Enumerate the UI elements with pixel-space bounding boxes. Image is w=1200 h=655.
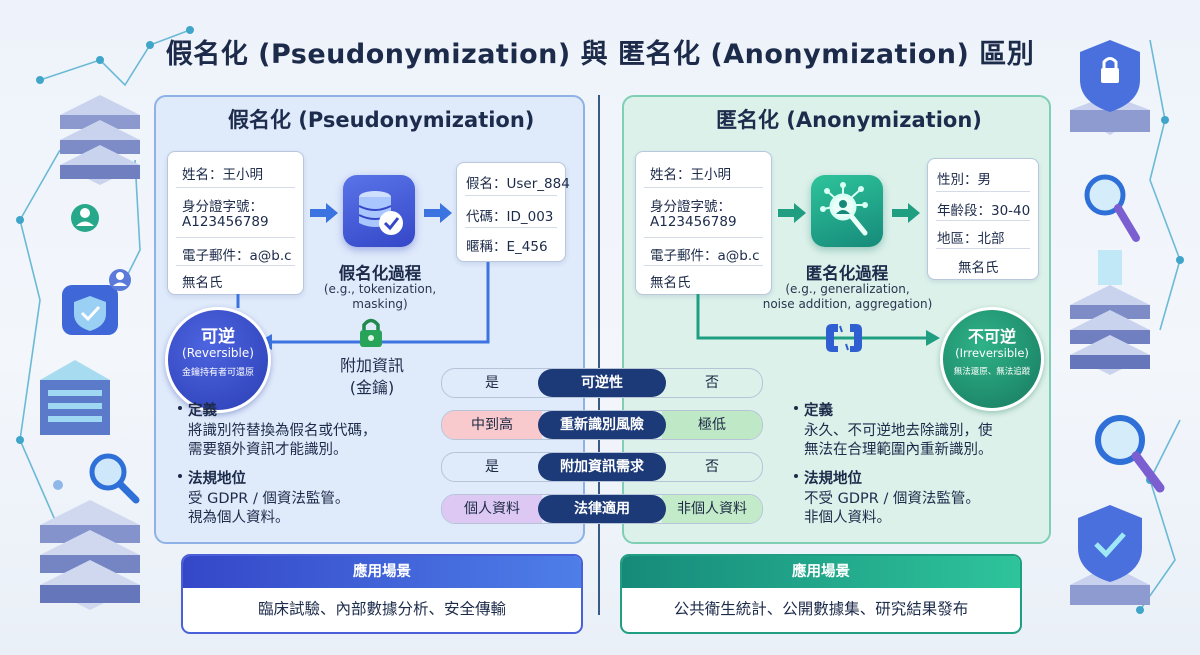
anon-output-card: 性別：男 年齡段：30-40 地區：北部 無名氏 (927, 158, 1039, 280)
legal-title: 法規地位 (804, 471, 862, 487)
comparison-label: 重新識別風險 (538, 411, 666, 439)
server-box-icon (40, 360, 110, 435)
comparison-label: 法律適用 (538, 495, 666, 523)
legal-line: 視為個人資料。 (188, 510, 290, 526)
arrow-right-icon (424, 203, 452, 223)
center-divider (598, 95, 600, 615)
magnifier-network-icon (811, 175, 883, 247)
reversible-sub: 金鑰持有者可還原 (181, 368, 254, 378)
output-field: 假名：User_884 (466, 176, 570, 192)
input-field: 電子郵件：a@b.c (650, 248, 760, 264)
output-field: 代碼：ID_003 (466, 209, 554, 225)
comparison-left: 是 (485, 459, 499, 475)
input-field: 身分證字號： (182, 199, 263, 215)
comparison-row: 是 否 可逆性 (441, 368, 763, 398)
input-field: 姓名：王小明 (650, 167, 731, 183)
comparison-left: 中到高 (442, 411, 542, 439)
comparison-row: 是 否 附加資訊需求 (441, 452, 763, 482)
anon-process-label: 匿名化過程 (805, 264, 889, 283)
server-stack-icon (1070, 250, 1150, 375)
output-field: 地區：北部 (937, 231, 1005, 247)
legal-line: 非個人資料。 (804, 510, 891, 526)
irreversible-badge: 不可逆 (Irreversible) 無法還原、無法追蹤 (940, 307, 1044, 411)
comparison-right: 否 (705, 375, 719, 391)
shield-lock-icon (1070, 40, 1150, 135)
comparison-row: 個人資料 非個人資料 法律適用 (441, 494, 763, 524)
key-label: (金鑰) (349, 378, 395, 397)
magnifier-icon (89, 453, 140, 504)
pseudonymization-heading: 假名化 (Pseudonymization) (228, 108, 535, 132)
anonymization-heading: 匿名化 (Anonymization) (716, 108, 982, 132)
user-avatar-icon (109, 269, 131, 291)
use-case-text: 臨床試驗、內部數據分析、安全傳輸 (257, 600, 506, 618)
pseudo-process-sub: (e.g., tokenization, (323, 282, 437, 296)
page-title: 假名化 (Pseudonymization) 與 匿名化 (Anonymizat… (165, 39, 1035, 70)
anon-process-sub: noise addition, aggregation) (762, 297, 933, 311)
comparison-right: 極低 (662, 411, 762, 439)
input-field: A123456789 (182, 214, 269, 230)
pseudo-input-card: 姓名：王小明 身分證字號： A123456789 電子郵件：a@b.c 無名氏 (167, 151, 304, 295)
magnifier-icon (1084, 174, 1140, 242)
definition-title: 定義 (804, 403, 833, 419)
output-field: 性別：男 (937, 172, 991, 188)
reversible-title: 可逆 (201, 327, 235, 347)
definition-line: 需要額外資訊才能識別。 (188, 442, 348, 458)
output-field: 暱稱：E_456 (466, 239, 548, 255)
arrow-right-icon (310, 203, 338, 223)
comparison-left: 是 (485, 375, 499, 391)
broken-link-icon (826, 324, 862, 352)
anon-process-sub: (e.g., generalization, (785, 282, 910, 296)
anon-use-case: 應用場景 公共衛生統計、公開數據集、研究結果發布 (620, 554, 1022, 634)
use-case-title: 應用場景 (183, 556, 581, 588)
comparison-row: 中到高 極低 重新識別風險 (441, 410, 763, 440)
input-field: A123456789 (650, 214, 737, 230)
input-field: 電子郵件：a@b.c (182, 248, 292, 264)
definition-line: 無法在合理範圍內重新識別。 (804, 442, 993, 458)
comparison-label: 附加資訊需求 (538, 453, 666, 481)
comparison-left: 個人資料 (442, 495, 542, 523)
input-field: 無名氏 (182, 275, 223, 291)
server-stack-icon (40, 500, 140, 610)
use-case-title: 應用場景 (622, 556, 1020, 588)
output-field: 年齡段：30-40 (937, 203, 1031, 219)
comparison-right: 非個人資料 (662, 495, 762, 523)
key-label: 附加資訊 (339, 356, 404, 375)
comparison-label: 可逆性 (538, 369, 666, 397)
definition-line: 將識別符替換為假名或代碼， (188, 423, 377, 439)
anon-input-card: 姓名：王小明 身分證字號： A123456789 電子郵件：a@b.c 無名氏 (635, 151, 772, 295)
use-case-text: 公共衛生統計、公開數據集、研究結果發布 (673, 600, 969, 618)
padlock-icon (360, 318, 382, 347)
shield-check-icon (1070, 505, 1150, 605)
reversible-badge: 可逆 (Reversible) 金鑰持有者可還原 (165, 307, 271, 413)
user-avatar-icon (71, 204, 99, 232)
anon-flow-path (696, 294, 940, 346)
irreversible-sub: 無法還原、無法追蹤 (953, 367, 1031, 377)
pseudo-use-case: 應用場景 臨床試驗、內部數據分析、安全傳輸 (181, 554, 583, 634)
legal-line: 不受 GDPR / 個資法監管。 (804, 491, 980, 507)
magnifier-icon (1095, 415, 1165, 493)
output-field: 無名氏 (958, 260, 999, 276)
input-field: 姓名：王小明 (182, 167, 263, 183)
reversible-en: (Reversible) (182, 346, 254, 360)
database-check-icon (343, 175, 415, 247)
definition-title: 定義 (188, 403, 217, 419)
server-stack-icon (60, 95, 140, 185)
arrow-right-icon (892, 203, 920, 223)
pseudo-output-card: 假名：User_884 代碼：ID_003 暱稱：E_456 (456, 162, 570, 262)
comparison-right: 否 (705, 459, 719, 475)
input-field: 無名氏 (650, 275, 691, 291)
shield-check-icon (62, 285, 118, 335)
legal-title: 法規地位 (188, 471, 246, 487)
irreversible-en: (Irreversible) (955, 346, 1029, 360)
pseudo-process-label: 假名化過程 (338, 264, 422, 283)
definition-line: 永久、不可逆地去除識別，使 (804, 423, 993, 439)
arrow-right-icon (778, 203, 806, 223)
input-field: 身分證字號： (650, 199, 731, 215)
legal-line: 受 GDPR / 個資法監管。 (188, 491, 350, 507)
irreversible-title: 不可逆 (967, 327, 1016, 346)
pseudo-process-sub: masking) (352, 297, 408, 311)
